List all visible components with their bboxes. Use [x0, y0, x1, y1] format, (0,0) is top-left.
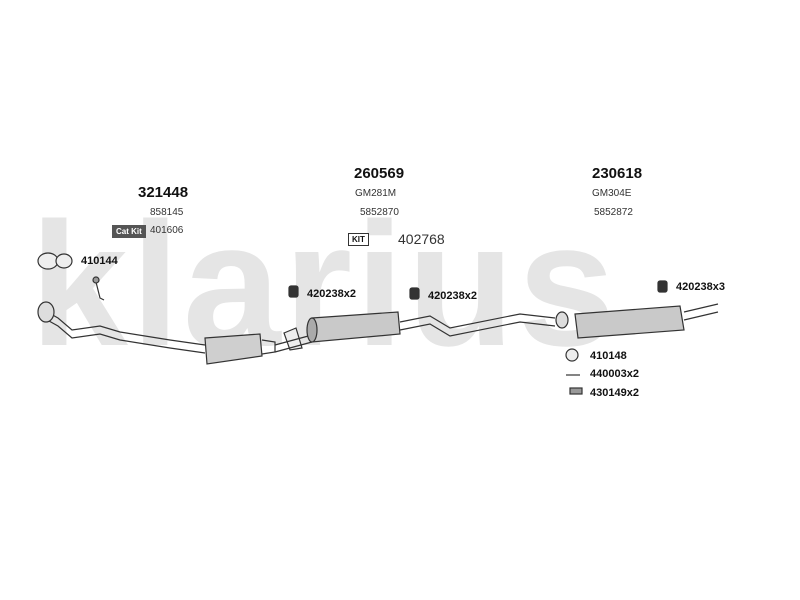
front-sub-number: 858145 [150, 207, 184, 218]
rear-model: GM304E [592, 188, 632, 199]
cat-kit-tag: Cat Kit [112, 225, 146, 238]
middle-silencer [311, 311, 401, 343]
clamp-right-ref: 420238x3 [676, 281, 725, 293]
bolt-ref: 440003x2 [590, 368, 639, 380]
kit-tag: KIT [348, 233, 369, 246]
middle-model: GM281M [355, 188, 397, 199]
clamp-left-ref: 420238x2 [307, 288, 356, 300]
front-gasket-ref: 410144 [81, 255, 118, 267]
middle-clamp [283, 327, 303, 351]
cat-kit-number: 401606 [150, 225, 184, 236]
rear-silencer [574, 305, 685, 339]
middle-part-number: 260569 [354, 165, 405, 182]
ring-ref: 410148 [590, 350, 627, 362]
spring-ref: 430149x2 [590, 387, 639, 399]
kit-number: 402768 [398, 231, 445, 247]
ring-icon [565, 348, 579, 362]
catalytic-converter [204, 333, 263, 365]
rear-part-number: 230618 [592, 165, 643, 182]
rear-sub-number: 5852872 [594, 207, 633, 218]
middle-sub-number: 5852870 [360, 207, 399, 218]
front-downpipe [39, 307, 206, 346]
front-flange [37, 301, 55, 323]
front-part-number: 321448 [138, 184, 189, 201]
clamp-mid-ref: 420238x2 [428, 290, 477, 302]
